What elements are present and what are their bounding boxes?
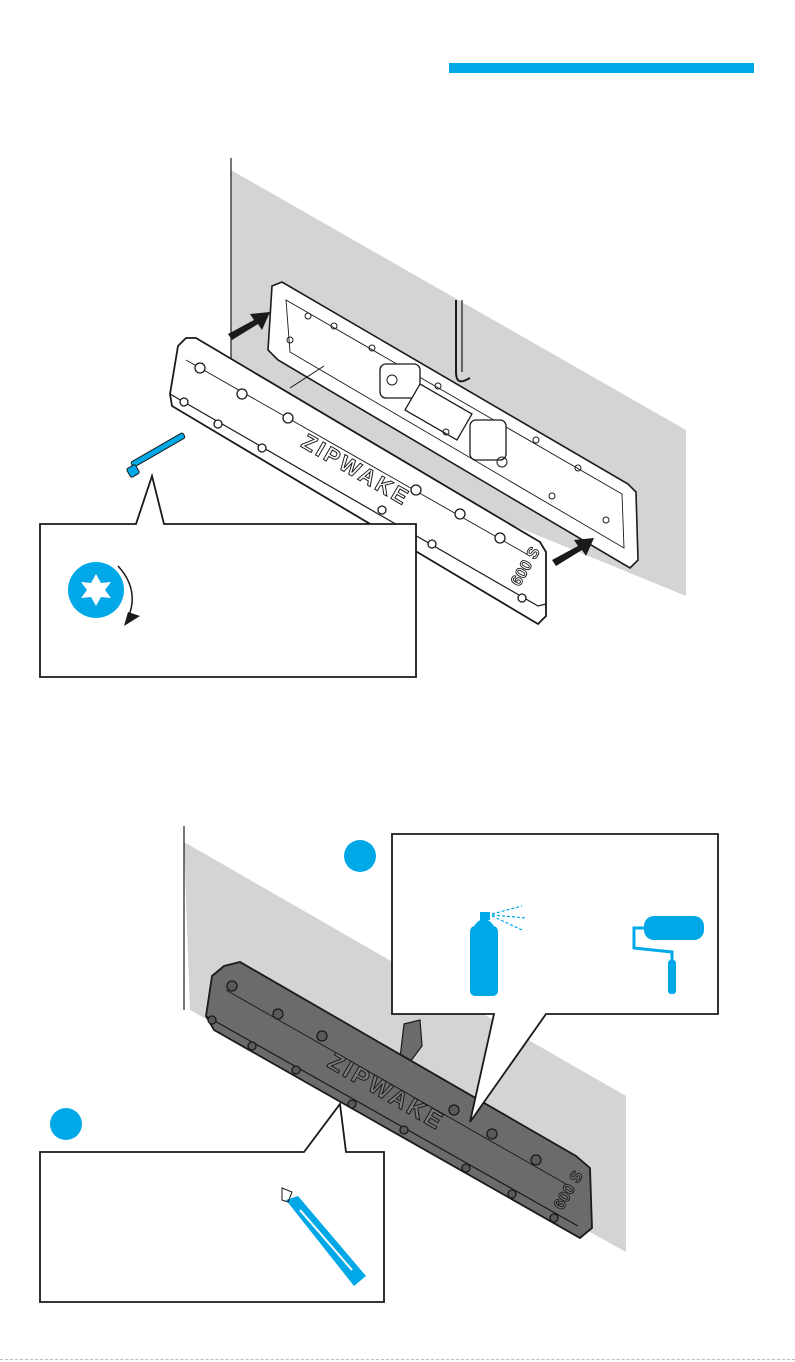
step-number-a [344,840,376,872]
callout-box-cut [40,1104,384,1302]
top-figure: ZIPWAKE 600 S [40,158,686,677]
bottom-figure: ZIPWAKE 600 S [40,826,718,1302]
step-number-b [50,1108,82,1140]
torx-star-icon [68,562,124,618]
screw-icon [126,432,185,477]
page-bottom-dashed-rule [0,1359,795,1360]
